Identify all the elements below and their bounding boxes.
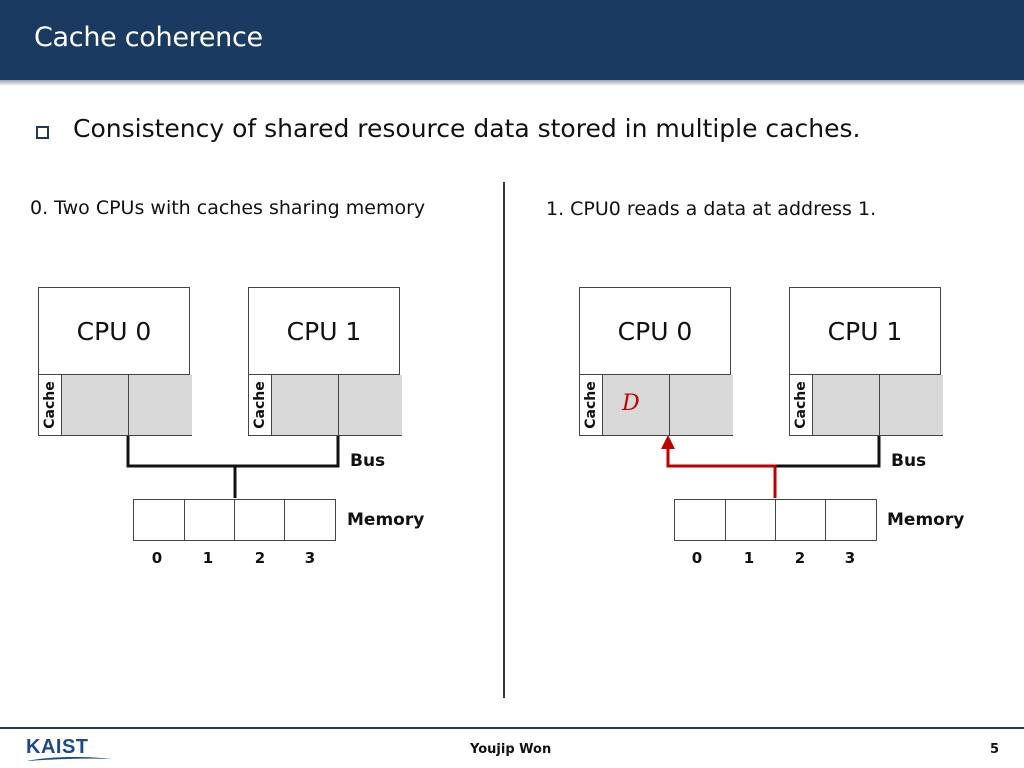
right-cpu0-cache-line-1 (669, 375, 733, 435)
right-memory-cell-3 (825, 500, 875, 540)
left-bus-label: Bus (350, 451, 386, 471)
read-path-arrow-icon (661, 435, 675, 449)
right-memory-cell-1 (725, 500, 775, 540)
right-memory-label: Memory (887, 510, 965, 530)
footer-line (0, 727, 1024, 729)
kaist-logo: KAIST (26, 736, 112, 764)
right-address-0: 0 (691, 549, 703, 567)
left-memory-cell-3 (284, 500, 334, 540)
right-cpu1-cache: Cache (789, 375, 943, 436)
left-cpu1-cache-label: Cache (249, 375, 272, 435)
right-cpu1-box: CPU 1 (789, 287, 941, 375)
slide-title: Cache coherence (34, 22, 263, 53)
left-cpu0-cache: Cache (38, 375, 192, 436)
right-cpu0-label: CPU 0 (617, 316, 693, 346)
left-address-3: 3 (304, 549, 316, 567)
right-cpu1-cache-line-0 (813, 375, 879, 435)
left-cpu0-label: CPU 0 (76, 316, 152, 346)
bullet-text: Consistency of shared resource data stor… (73, 114, 861, 143)
right-memory-cell-0 (675, 500, 725, 540)
left-memory (133, 499, 336, 541)
right-cpu1-label: CPU 1 (827, 316, 903, 346)
right-cpu0-cache-label: Cache (580, 375, 603, 435)
bullet-square-icon (36, 126, 49, 139)
left-cpu0-cache-line-1 (128, 375, 192, 435)
page-number: 5 (990, 742, 1000, 757)
logo-swoosh-icon (26, 756, 112, 761)
slide-header: Cache coherence (0, 0, 1024, 80)
left-cpu0-cache-label: Cache (39, 375, 62, 435)
left-cpu1-cache-line-1 (338, 375, 402, 435)
right-memory-cell-2 (775, 500, 825, 540)
right-cpu1-cache-line-1 (879, 375, 943, 435)
right-address-2: 2 (794, 549, 806, 567)
right-address-1: 1 (743, 549, 755, 567)
left-cpu1-cache-line-0 (272, 375, 338, 435)
right-panel-subtitle: 1. CPU0 reads a data at address 1. (546, 198, 877, 220)
kaist-logo-text: KAIST (26, 736, 89, 758)
right-cpu0-cache: Cache D (579, 375, 733, 436)
left-bus-line (126, 435, 340, 468)
right-cpu1-cache-label: Cache (790, 375, 813, 435)
left-memory-cell-2 (234, 500, 284, 540)
header-shadow (0, 80, 1024, 86)
left-memory-cell-1 (184, 500, 234, 540)
read-path-line (666, 440, 777, 498)
left-memory-cell-0 (134, 500, 184, 540)
left-memory-label: Memory (347, 510, 425, 530)
left-cpu0-box: CPU 0 (38, 287, 190, 375)
right-address-3: 3 (844, 549, 856, 567)
left-address-1: 1 (202, 549, 214, 567)
left-panel-subtitle: 0. Two CPUs with caches sharing memory (30, 197, 426, 219)
left-cpu1-cache: Cache (248, 375, 402, 436)
left-cpu1-box: CPU 1 (248, 287, 400, 375)
panel-divider (503, 182, 505, 698)
left-address-2: 2 (254, 549, 266, 567)
left-cpu1-label: CPU 1 (286, 316, 362, 346)
left-cpu0-cache-line-0 (62, 375, 128, 435)
right-cpu0-cache-line-0: D (603, 375, 669, 435)
right-cpu0-cache-data: D (622, 391, 640, 416)
footer-author: Youjip Won (470, 742, 552, 757)
right-bus-line (775, 435, 881, 468)
right-cpu0-box: CPU 0 (579, 287, 731, 375)
right-bus-label: Bus (891, 451, 927, 471)
left-address-0: 0 (151, 549, 163, 567)
right-memory (674, 499, 877, 541)
